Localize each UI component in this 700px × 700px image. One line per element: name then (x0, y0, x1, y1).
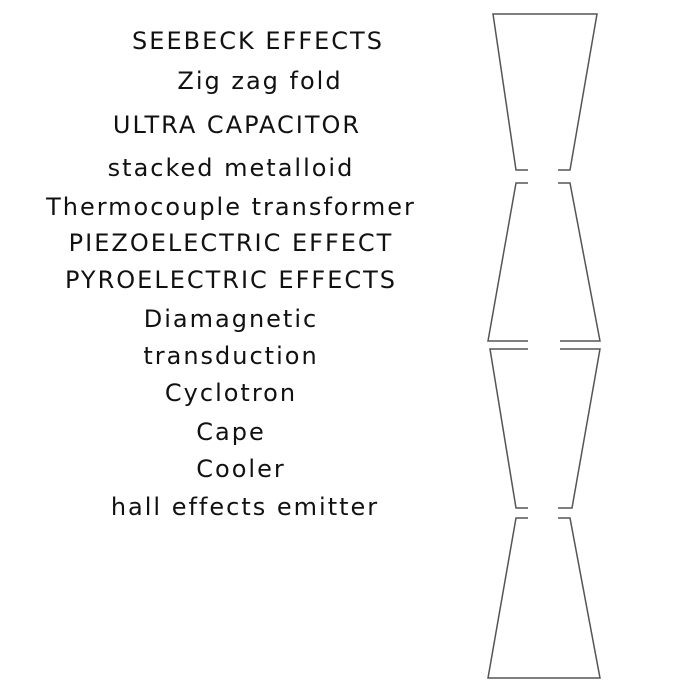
label-transduction: transduction (143, 342, 319, 370)
label-diamagnetic: Diamagnetic (143, 305, 319, 333)
panel-1 (492, 13, 598, 171)
panel-3 (489, 348, 601, 509)
label-ultracapacitor: ULTRA CAPACITOR (112, 111, 362, 139)
label-seebeck: SEEBECK EFFECTS (132, 27, 384, 55)
label-cape: Cape (196, 418, 266, 446)
panel-2 (487, 182, 601, 342)
label-cooler: Cooler (196, 455, 286, 483)
label-hall-effects: hall effects emitter (110, 493, 380, 521)
label-piezoelectric: PIEZOELECTRIC EFFECT (68, 229, 394, 257)
label-zigzag: Zig zag fold (177, 67, 343, 95)
label-thermocouple: Thermocouple transformer (46, 193, 416, 221)
panel-4 (487, 517, 601, 679)
label-pyroelectric: PYROELECTRIC EFFECTS (64, 266, 398, 294)
label-stacked-metalloid: stacked metalloid (107, 154, 355, 182)
label-cyclotron: Cyclotron (164, 379, 298, 407)
